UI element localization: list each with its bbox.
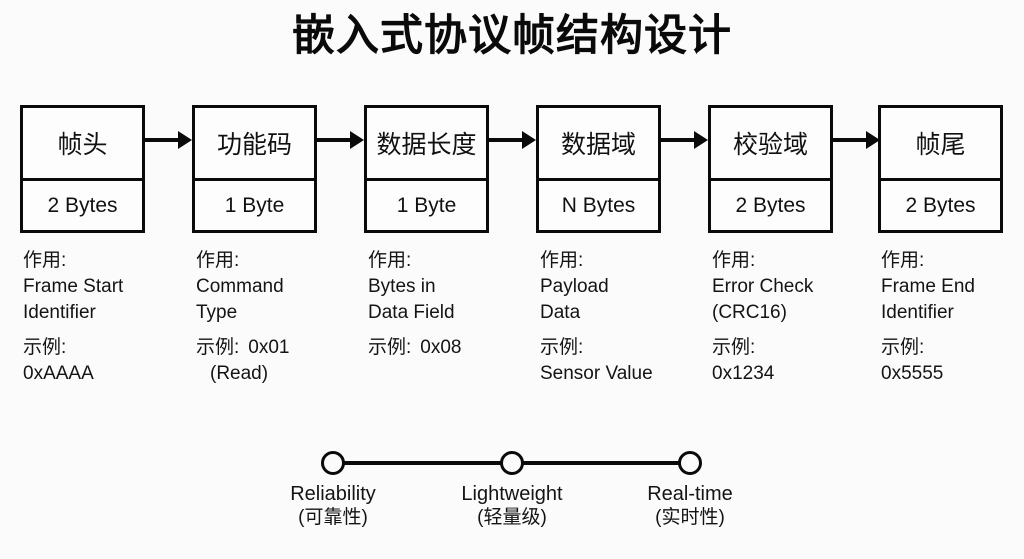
role-label: 作用: (540, 250, 584, 271)
example-label: 示例: (540, 337, 584, 358)
quality-name-en: Reliability (290, 483, 376, 505)
quality-name-zh: (轻量级) (477, 507, 547, 528)
role-label: 作用: (23, 250, 67, 271)
example-value: 0x5555 (881, 363, 944, 384)
arrow-head (694, 131, 708, 149)
example-row: 示例: 0x08 (368, 335, 528, 361)
quality-label-lightweight: Lightweight (轻量级) (427, 482, 597, 530)
arrow-head (350, 131, 364, 149)
field-name: 数据长度 (376, 131, 477, 159)
arrow-shaft (661, 138, 696, 142)
field-desc-checksum: 作用: Error Check (CRC16) 示例: 0x1234 (712, 248, 872, 387)
role-line: Bytes in (368, 276, 436, 297)
example-label: 示例: (196, 337, 240, 358)
quality-name-en: Real-time (647, 483, 733, 505)
field-name: 帧尾 (915, 131, 966, 159)
role-line: Identifier (23, 302, 96, 323)
example-row: 示例: (23, 335, 183, 361)
flow-arrow-icon (661, 128, 708, 154)
role-label: 作用: (881, 250, 925, 271)
field-box-checksum: 校验域 2 Bytes (708, 105, 833, 233)
arrow-head (522, 131, 536, 149)
role-label: 作用: (712, 250, 756, 271)
quality-node-icon (321, 451, 345, 475)
example-row: 示例: (712, 335, 872, 361)
example-label: 示例: (368, 337, 412, 358)
field-desc-frame-end: 作用: Frame End Identifier 示例: 0x5555 (881, 248, 1021, 387)
flow-arrow-icon (145, 128, 192, 154)
quality-node-icon (500, 451, 524, 475)
field-box-function-code: 功能码 1 Byte (192, 105, 317, 233)
arrow-shaft (317, 138, 352, 142)
flow-arrow-icon (489, 128, 536, 154)
example-value: 0x1234 (712, 363, 775, 384)
field-name: 数据域 (560, 131, 636, 159)
example-label: 示例: (23, 337, 67, 358)
arrow-shaft (489, 138, 524, 142)
field-box-data-length: 数据长度 1 Byte (364, 105, 489, 233)
field-name: 校验域 (732, 131, 808, 159)
role-line: Command (196, 276, 284, 297)
example-value: (Read) (210, 363, 269, 384)
role-line: Payload (540, 276, 609, 297)
example-row: 示例: (881, 335, 1021, 361)
quality-label-reliability: Reliability (可靠性) (248, 482, 418, 530)
field-name: 功能码 (216, 131, 292, 159)
quality-node-icon (678, 451, 702, 475)
quality-name-en: Lightweight (461, 483, 563, 505)
field-name: 帧头 (57, 131, 108, 159)
field-box-frame-header: 帧头 2 Bytes (20, 105, 145, 233)
field-box-frame-end: 帧尾 2 Bytes (878, 105, 1003, 233)
example-label: 示例: (881, 337, 925, 358)
example-row: 示例: 0x01 (196, 335, 356, 361)
example-label: 示例: (712, 337, 756, 358)
role-label: 作用: (368, 250, 412, 271)
example-value: 0xAAAA (23, 363, 94, 384)
role-line: Error Check (712, 276, 814, 297)
field-size: N Bytes (539, 178, 658, 230)
quality-label-realtime: Real-time (实时性) (605, 482, 775, 530)
field-desc-function-code: 作用: Command Type 示例: 0x01 (Read) (196, 248, 356, 387)
example-inline-value: 0x08 (420, 337, 462, 358)
flow-arrow-icon (317, 128, 364, 154)
field-desc-data-length: 作用: Bytes in Data Field 示例: 0x08 (368, 248, 528, 361)
role-line: Type (196, 302, 238, 323)
arrow-shaft (145, 138, 180, 142)
quality-name-zh: (可靠性) (298, 507, 368, 528)
example-row: 示例: (540, 335, 700, 361)
field-size: 2 Bytes (711, 178, 830, 230)
field-desc-frame-header: 作用: Frame Start Identifier 示例: 0xAAAA (23, 248, 183, 387)
example-inline-value: 0x01 (248, 337, 290, 358)
field-desc-data-field: 作用: Payload Data 示例: Sensor Value (540, 248, 700, 387)
role-line: Identifier (881, 302, 954, 323)
role-line: (CRC16) (712, 302, 787, 323)
field-size: 2 Bytes (881, 178, 1000, 230)
quality-name-zh: (实时性) (655, 507, 725, 528)
arrow-shaft (833, 138, 868, 142)
arrow-head (866, 131, 880, 149)
field-box-data-field: 数据域 N Bytes (536, 105, 661, 233)
role-line: Data (540, 302, 581, 323)
role-line: Frame End (881, 276, 975, 297)
flow-arrow-icon (833, 128, 880, 154)
example-value: Sensor Value (540, 363, 653, 384)
field-size: 1 Byte (195, 178, 314, 230)
arrow-head (178, 131, 192, 149)
role-line: Data Field (368, 302, 455, 323)
page-title: 嵌入式协议帧结构设计 (292, 12, 732, 60)
field-size: 1 Byte (367, 178, 486, 230)
field-size: 2 Bytes (23, 178, 142, 230)
role-label: 作用: (196, 250, 240, 271)
role-line: Frame Start (23, 276, 124, 297)
